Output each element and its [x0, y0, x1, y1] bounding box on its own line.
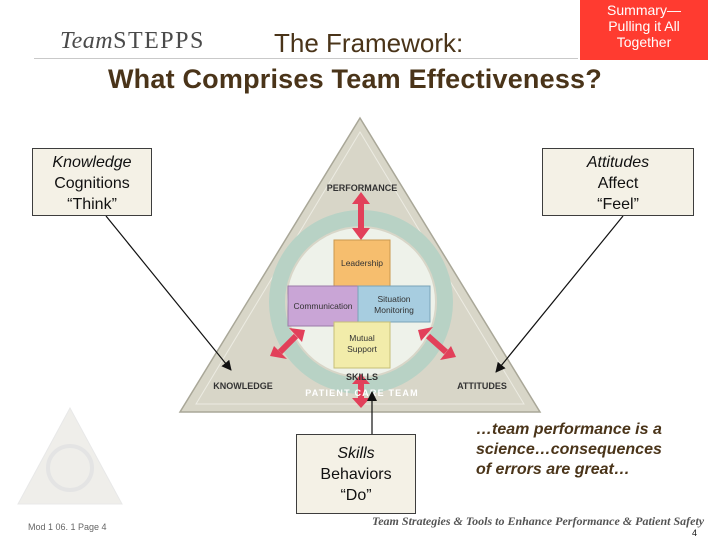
- knowledge-connector: [105, 215, 232, 371]
- patient-care-team-label: PATIENT CARE TEAM: [305, 388, 419, 398]
- quote-line2: science…consequences: [476, 441, 662, 458]
- situation-monitoring-piece: [357, 285, 431, 323]
- situation-label: Situation: [377, 294, 410, 304]
- attitudes-callout: Attitudes Affect “Feel”: [542, 148, 694, 216]
- skills-callout-line2: Behaviors: [320, 466, 392, 483]
- knowledge-callout: Knowledge Cognitions “Think”: [32, 148, 152, 216]
- logo-team-text: Team: [60, 28, 114, 54]
- attitudes-label: ATTITUDES: [457, 381, 507, 391]
- knowledge-callout-line2: Cognitions: [54, 175, 130, 192]
- attitudes-callout-line3: “Feel”: [597, 196, 639, 213]
- support-label: Support: [347, 344, 377, 354]
- leadership-piece: [333, 239, 391, 289]
- page-number: 4: [692, 528, 698, 538]
- knowledge-arrow: [270, 328, 305, 359]
- logo-stepps-text: STEPPS: [113, 28, 205, 54]
- skills-callout: Skills Behaviors “Do”: [296, 434, 416, 514]
- teamstepps-logo: TeamSTEPPS: [60, 28, 205, 55]
- quote-line1: …team performance is a: [476, 421, 662, 438]
- mutual-label: Mutual: [349, 333, 375, 343]
- skills-arrow: [352, 374, 370, 408]
- summary-button-line2: Pulling it All: [608, 18, 680, 34]
- attitudes-arrow: [418, 327, 456, 360]
- skills-label: SKILLS: [346, 372, 378, 382]
- header-divider: [34, 58, 578, 59]
- knowledge-callout-title: Knowledge: [52, 154, 132, 171]
- performance-label: PERFORMANCE: [327, 183, 398, 193]
- team-performance-quote: …team performance is a science…consequen…: [476, 420, 698, 480]
- quote-line3: of errors are great…: [476, 461, 630, 478]
- mutual-support-piece: [333, 321, 391, 369]
- knowledge-callout-line3: “Think”: [67, 196, 117, 213]
- module-page-label: Mod 1 06. 1 Page 4: [28, 522, 107, 532]
- knowledge-label: KNOWLEDGE: [213, 381, 273, 391]
- attitudes-connector: [495, 215, 624, 373]
- skills-callout-line3: “Do”: [340, 487, 372, 504]
- page-title-line2: What Comprises Team Effectiveness?: [108, 64, 602, 94]
- summary-button[interactable]: Summary— Pulling it All Together: [580, 0, 708, 60]
- watermark-triangle: [17, 406, 123, 505]
- communication-label: Communication: [293, 301, 352, 311]
- skills-callout-title: Skills: [337, 445, 375, 462]
- leadership-label: Leadership: [341, 258, 383, 268]
- attitudes-callout-line2: Affect: [597, 175, 639, 192]
- summary-button-line3: Together: [616, 34, 672, 50]
- summary-button-line1: Summary—: [607, 2, 681, 18]
- page-title-line1: The Framework:: [274, 28, 464, 58]
- monitoring-label: Monitoring: [374, 305, 414, 315]
- performance-arrow: [352, 192, 370, 240]
- attitudes-callout-title: Attitudes: [586, 154, 650, 171]
- footer-tagline: Team Strategies & Tools to Enhance Perfo…: [372, 514, 705, 528]
